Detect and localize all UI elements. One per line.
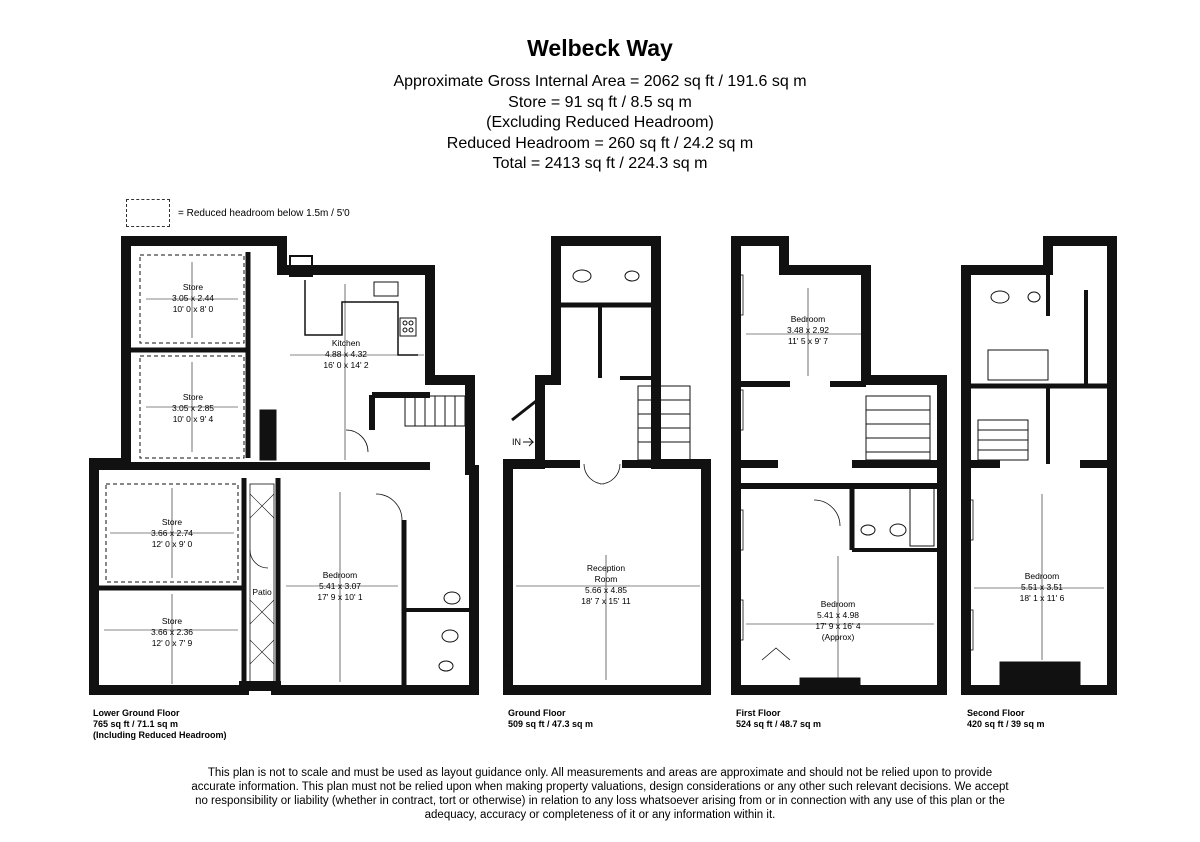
lg-store4-name: Store bbox=[162, 616, 183, 626]
disclaimer-text: This plan is not to scale and must be us… bbox=[191, 767, 1009, 821]
lg-store1-imperial: 10' 0 x 8' 0 bbox=[173, 304, 214, 314]
second-caption: Second Floor 420 sq ft / 39 sq m bbox=[967, 708, 1045, 730]
lg-store2-name: Store bbox=[183, 392, 204, 402]
ground-name: Ground Floor bbox=[508, 708, 566, 718]
ff-bedroom-top-name: Bedroom bbox=[791, 314, 826, 324]
total-area-line: Total = 2413 sq ft / 224.3 sq m bbox=[492, 155, 708, 172]
gf-reception-name2: Room bbox=[595, 574, 618, 584]
first-name: First Floor bbox=[736, 708, 781, 718]
ground-area: 509 sq ft / 47.3 sq m bbox=[508, 719, 594, 729]
lower-ground-caption: Lower Ground Floor 765 sq ft / 71.1 sq m… bbox=[93, 708, 227, 741]
reduced-headroom-line: Reduced Headroom = 260 sq ft / 24.2 sq m bbox=[446, 134, 754, 152]
ff-bedroom-top-imperial: 11' 5 x 9' 7 bbox=[788, 336, 828, 346]
headroom-key: = Reduced headroom below 1.5m / 5'0 bbox=[126, 199, 350, 227]
lg-bedroom-metric: 5.41 x 3.07 bbox=[319, 581, 361, 591]
second-area: 420 sq ft / 39 sq m bbox=[967, 719, 1045, 729]
first-caption: First Floor 524 sq ft / 48.7 sq m bbox=[736, 708, 821, 730]
lg-store1-metric: 3.05 x 2.44 bbox=[172, 293, 214, 303]
ff-bedroom-main-imperial: 17' 9 x 16' 4 bbox=[815, 621, 861, 631]
lower-ground-area: 765 sq ft / 71.1 sq m bbox=[93, 719, 179, 729]
lg-bedroom-name: Bedroom bbox=[323, 570, 358, 580]
lower-ground-floor-plan bbox=[89, 236, 479, 695]
ff-bedroom-top-metric: 3.48 x 2.92 bbox=[787, 325, 829, 335]
gf-reception-imperial: 18' 7 x 15' 11 bbox=[581, 596, 631, 606]
sf-bedroom-imperial: 18' 1 x 11' 6 bbox=[1020, 593, 1065, 603]
first-floor-plan bbox=[731, 236, 947, 695]
lg-kitchen-name: Kitchen bbox=[332, 338, 361, 348]
gf-reception-name: Reception bbox=[587, 563, 626, 573]
key-label: = Reduced headroom below 1.5m / 5'0 bbox=[178, 207, 350, 219]
ff-bedroom-main-approx: (Approx) bbox=[822, 632, 855, 642]
lg-store3-imperial: 12' 0 x 9' 0 bbox=[152, 539, 193, 549]
entrance-label: IN bbox=[512, 437, 521, 447]
excluding-note-line: (Excluding Reduced Headroom) bbox=[486, 114, 714, 131]
store-area-line: Store = 91 sq ft / 8.5 sq m bbox=[508, 93, 692, 111]
ff-bedroom-main-metric: 5.41 x 4.98 bbox=[817, 610, 859, 620]
lg-kitchen-metric: 4.88 x 4.32 bbox=[325, 349, 367, 359]
entrance-arrow-icon bbox=[523, 437, 535, 447]
gross-area-line: Approximate Gross Internal Area = 2062 s… bbox=[393, 73, 807, 90]
sf-bedroom-name: Bedroom bbox=[1025, 571, 1060, 581]
ground-floor-plan bbox=[503, 236, 711, 695]
lg-store2-metric: 3.05 x 2.85 bbox=[172, 403, 214, 413]
gf-reception-metric: 5.66 x 4.85 bbox=[585, 585, 627, 595]
ground-caption: Ground Floor 509 sq ft / 47.3 sq m bbox=[508, 708, 593, 730]
lg-kitchen-imperial: 16' 0 x 14' 2 bbox=[323, 360, 369, 370]
lg-store1-name: Store bbox=[183, 282, 204, 292]
lg-store4-metric: 3.66 x 2.36 bbox=[151, 627, 193, 637]
lg-patio-label: Patio bbox=[252, 587, 272, 597]
plan-header: Welbeck Way Approximate Gross Internal A… bbox=[0, 34, 1200, 175]
second-name: Second Floor bbox=[967, 708, 1025, 718]
dashed-key-box bbox=[126, 199, 170, 227]
sf-bedroom-metric: 5.51 x 3.51 bbox=[1021, 582, 1063, 592]
lg-store2-imperial: 10' 0 x 9' 4 bbox=[173, 414, 214, 424]
lg-store4-imperial: 12' 0 x 7' 9 bbox=[152, 638, 193, 648]
ff-bedroom-main-name: Bedroom bbox=[821, 599, 856, 609]
lg-store3-name: Store bbox=[162, 517, 183, 527]
lower-ground-note: (Including Reduced Headroom) bbox=[93, 730, 227, 740]
property-title: Welbeck Way bbox=[527, 35, 673, 61]
second-floor-plan bbox=[961, 236, 1117, 695]
lg-store3-metric: 3.66 x 2.74 bbox=[151, 528, 193, 538]
lg-bedroom-imperial: 17' 9 x 10' 1 bbox=[317, 592, 363, 602]
lower-ground-name: Lower Ground Floor bbox=[93, 708, 180, 718]
first-area: 524 sq ft / 48.7 sq m bbox=[736, 719, 822, 729]
